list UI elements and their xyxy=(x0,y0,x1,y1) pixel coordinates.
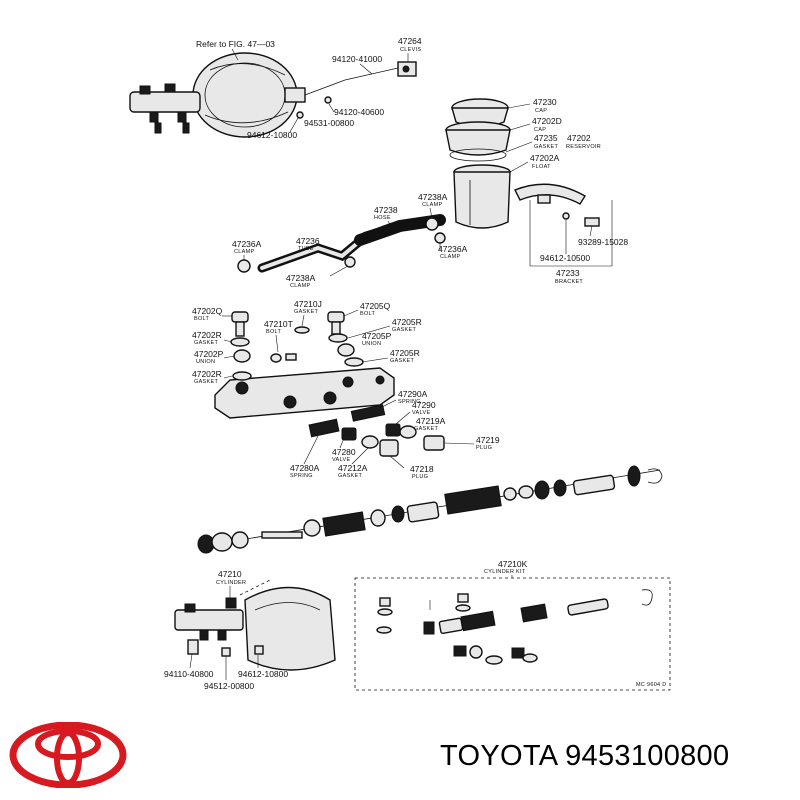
part-caption-label: PLUG xyxy=(476,445,492,451)
part-number-label: 47219A xyxy=(416,416,446,426)
part-number-label: 47210J xyxy=(294,299,322,309)
part-caption-label: VALVE xyxy=(412,410,430,416)
part-number-label: 47233 xyxy=(556,268,580,278)
part-number-label: 94110-40800 xyxy=(164,669,214,679)
part-caption-label: CAP xyxy=(534,127,546,133)
part-number-label: 47205R xyxy=(392,317,422,327)
part-number-label: 47235 xyxy=(534,133,558,143)
part-caption-label: HOSE xyxy=(374,215,391,221)
part-number-label: 93289-15028 xyxy=(578,237,628,247)
part-caption-label: CLEVIS xyxy=(400,47,421,53)
part-caption-label: GASKET xyxy=(392,327,416,333)
part-number-label: 47205R xyxy=(390,348,420,358)
part-number-label: 47218 xyxy=(410,464,434,474)
part-number-label: 47202D xyxy=(532,116,562,126)
part-number-label: 47280A xyxy=(290,463,320,473)
part-caption-label: BOLT xyxy=(360,311,375,317)
part-caption-label: SPRING xyxy=(290,473,313,479)
cylinder-kit-box xyxy=(354,577,671,691)
part-number-label: 94612-10500 xyxy=(540,253,590,263)
part-caption-label: FLOAT xyxy=(532,164,551,170)
part-number-label: 47236 xyxy=(296,236,320,246)
toyota-logo-icon xyxy=(8,721,128,793)
part-caption-label: CLAMP xyxy=(440,254,460,260)
part-number-label: 94531-00800 xyxy=(304,118,354,128)
brake-booster-assembly xyxy=(129,52,346,138)
kit-number-label: 47210K xyxy=(498,559,528,569)
part-caption-label: UNION xyxy=(362,341,381,347)
part-caption-label: GASKET xyxy=(294,309,318,315)
part-caption-label: GASKET xyxy=(338,473,362,479)
part-caption-label: GASKET xyxy=(534,144,558,150)
part-caption-label: CAP xyxy=(535,108,547,114)
piston-exploded-row xyxy=(197,465,663,554)
part-caption-label: CYLINDER xyxy=(216,580,246,586)
brand-name: TOYOTA xyxy=(440,740,557,772)
part-number-label: 47202R xyxy=(192,369,222,379)
kit-caption-label: CYLINDER KIT xyxy=(484,569,526,575)
ref-note: Refer to FIG. 47—03 xyxy=(196,39,275,49)
hose-and-tube xyxy=(237,214,446,273)
reservoir-assembly xyxy=(445,98,586,229)
part-caption-label: SPRING xyxy=(398,399,421,405)
bolts-and-unions xyxy=(230,311,364,381)
part-number-label: 47236A xyxy=(438,244,468,254)
part-number-label: 47230 xyxy=(533,97,557,107)
clevis-part xyxy=(344,61,417,81)
part-caption-label: CLAMP xyxy=(234,249,254,255)
part-number-label: 47219 xyxy=(476,435,500,445)
part-caption-label: PLUG xyxy=(412,474,428,480)
part-number-label: 47236A xyxy=(232,239,262,249)
part-caption-label: BRACKET xyxy=(555,279,583,285)
part-number-label: 47264 xyxy=(398,36,422,46)
master-cylinder-body xyxy=(214,367,395,419)
part-caption-label: GASKET xyxy=(194,340,218,346)
part-caption-label: CLAMP xyxy=(422,202,442,208)
part-number-label: 94612-10800 xyxy=(247,130,297,140)
part-number-label: 47210T xyxy=(264,319,293,329)
nut-part xyxy=(296,111,304,119)
part-caption-label: GASKET xyxy=(390,358,414,364)
part-caption-label: BOLT xyxy=(266,329,281,335)
part-number-label: 47238A xyxy=(418,192,448,202)
part-caption-label: GASKET xyxy=(194,379,218,385)
part-number-label: 47212A xyxy=(338,463,368,473)
part-number-label: 47290 xyxy=(412,400,436,410)
part-number-label: 94512-00800 xyxy=(204,681,254,691)
washer-part xyxy=(324,96,332,104)
part-number-label: 47290A xyxy=(398,389,428,399)
brand-part-number: TOYOTA 9453100800 xyxy=(440,740,729,773)
part-number-label: 47205Q xyxy=(360,301,391,311)
part-number-label: 47280 xyxy=(332,447,356,457)
valves-springs-plugs xyxy=(308,404,445,457)
part-caption-label: GASKET xyxy=(414,426,438,432)
part-number-label: 47202Q xyxy=(192,306,223,316)
part-caption-label: BOLT xyxy=(194,316,209,322)
bracket-bolt xyxy=(562,212,600,227)
part-number-label: 47205P xyxy=(362,331,392,341)
part-caption-label: RESERVOIR xyxy=(566,144,601,150)
part-number-label: 47202R xyxy=(192,330,222,340)
part-caption-label: VALVE xyxy=(332,457,350,463)
part-number-label: 47238A xyxy=(286,273,316,283)
part-number: 9453100800 xyxy=(565,740,730,772)
part-number-label: 47202 xyxy=(567,133,591,143)
part-number-label: 47238 xyxy=(374,205,398,215)
part-number-label: 47210 xyxy=(218,569,242,579)
part-number-label: 47202A xyxy=(530,153,560,163)
part-caption-label: CLAMP xyxy=(290,283,310,289)
part-caption-label: TUBE xyxy=(298,246,314,252)
part-labels: 47264 CLEVIS 94120-41000 94120-40600 945… xyxy=(164,36,667,691)
part-caption-label: UNION xyxy=(196,359,215,365)
cylinder-assembly-bottom xyxy=(174,579,336,671)
part-number-label: 94120-40600 xyxy=(334,107,384,117)
part-number-label: 47202P xyxy=(194,349,224,359)
part-number-label: 94120-41000 xyxy=(332,54,382,64)
part-number-label: 94612-10800 xyxy=(238,669,288,679)
diagram-code: MC 9604 D xyxy=(636,682,667,688)
